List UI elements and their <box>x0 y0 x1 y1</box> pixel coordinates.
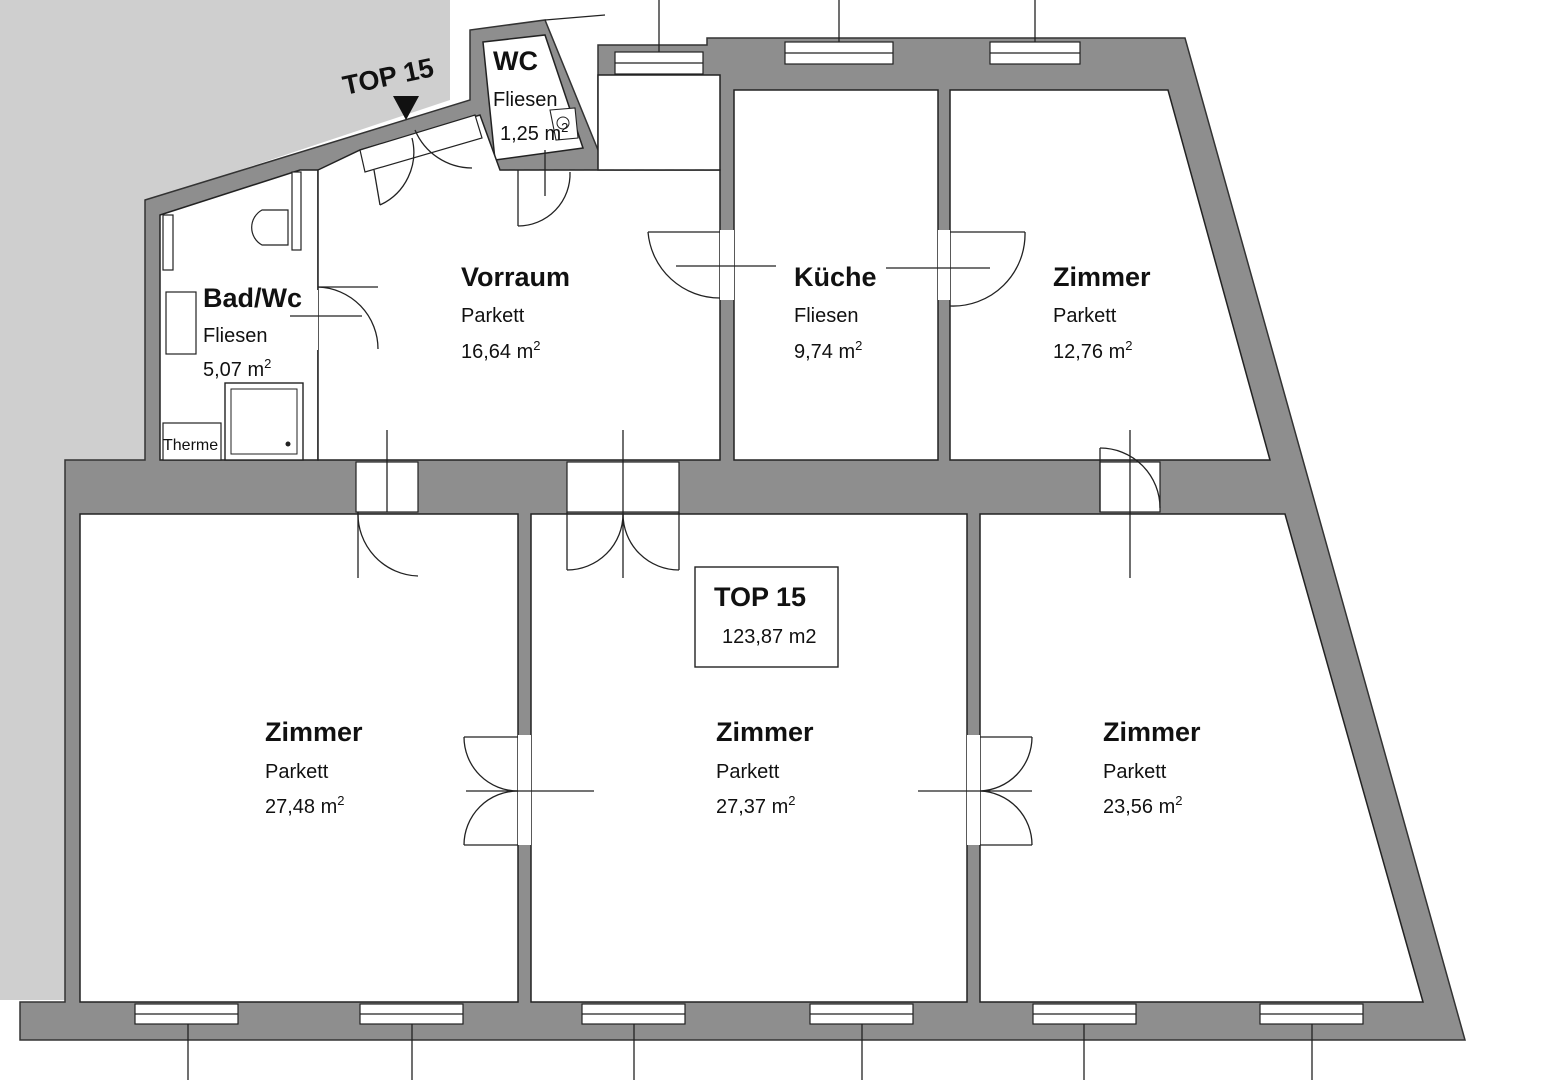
room-floor-wc: Fliesen <box>493 89 557 111</box>
label-kueche: Küche Fliesen 9,74 m2 <box>794 262 877 363</box>
room-name-zimmer-se: Zimmer <box>1103 717 1201 747</box>
label-vorraum: Vorraum Parkett 16,64 m2 <box>461 262 570 363</box>
room-floor-zimmer-s: Parkett <box>716 761 780 783</box>
unit-summary-box: TOP 15 123,87 m2 <box>694 566 839 668</box>
door-swings <box>290 14 1161 846</box>
label-zimmer-se: Zimmer Parkett 23,56 m2 <box>1103 717 1201 818</box>
room-name-zimmer-s: Zimmer <box>716 717 814 747</box>
room-floor-bad: Fliesen <box>203 325 267 347</box>
room-name-zimmer-sw: Zimmer <box>265 717 363 747</box>
label-zimmer-ne: Zimmer Parkett 12,76 m2 <box>1053 262 1151 363</box>
room-area-zimmer-s: 27,37 m2 <box>716 793 796 818</box>
room-floor-zimmer-se: Parkett <box>1103 761 1167 783</box>
label-zimmer-sw: Zimmer Parkett 27,48 m2 <box>265 717 363 818</box>
room-area-bad: 5,07 m2 <box>203 356 271 381</box>
room-floor-kueche: Fliesen <box>794 305 858 327</box>
entrance-arrow-icon <box>393 96 419 120</box>
sink-icon <box>165 291 197 355</box>
unit-area: 123,87 m2 <box>722 626 817 648</box>
therme-box <box>162 422 222 461</box>
room-area-zimmer-ne: 12,76 m2 <box>1053 338 1133 363</box>
shower-icon <box>224 382 304 461</box>
room-name-bad: Bad/Wc <box>203 283 302 313</box>
label-bad: Bad/Wc Fliesen 5,07 m2 <box>203 283 302 381</box>
room-name-vorraum: Vorraum <box>461 262 570 292</box>
room-floor-vorraum: Parkett <box>461 305 525 327</box>
room-area-kueche: 9,74 m2 <box>794 338 862 363</box>
windows-top <box>614 0 1081 75</box>
room-area-vorraum: 16,64 m2 <box>461 338 541 363</box>
label-zimmer-s: Zimmer Parkett 27,37 m2 <box>716 717 814 818</box>
unit-label: TOP 15 <box>714 582 806 612</box>
room-zimmer-ne <box>949 89 1271 461</box>
wc-sink-icon <box>549 107 579 141</box>
toilet-icon <box>251 209 289 246</box>
room-zimmer-sw <box>79 513 519 1003</box>
room-area-wc: 1,25 m2 <box>500 120 568 145</box>
room-name-zimmer-ne: Zimmer <box>1053 262 1151 292</box>
room-vorraum-nook <box>597 74 721 171</box>
room-name-kueche: Küche <box>794 262 877 292</box>
room-name-wc: WC <box>493 46 538 76</box>
adjacent-area <box>0 0 450 1000</box>
label-wc: WC Fliesen 1,25 m2 <box>493 46 568 145</box>
windows-bottom <box>134 1003 1364 1080</box>
room-area-zimmer-sw: 27,48 m2 <box>265 793 345 818</box>
bathroom-fixtures <box>162 107 579 461</box>
room-area-zimmer-se: 23,56 m2 <box>1103 793 1183 818</box>
therme-label: Therme <box>163 437 218 454</box>
room-floor-zimmer-ne: Parkett <box>1053 305 1117 327</box>
room-floor-zimmer-sw: Parkett <box>265 761 329 783</box>
